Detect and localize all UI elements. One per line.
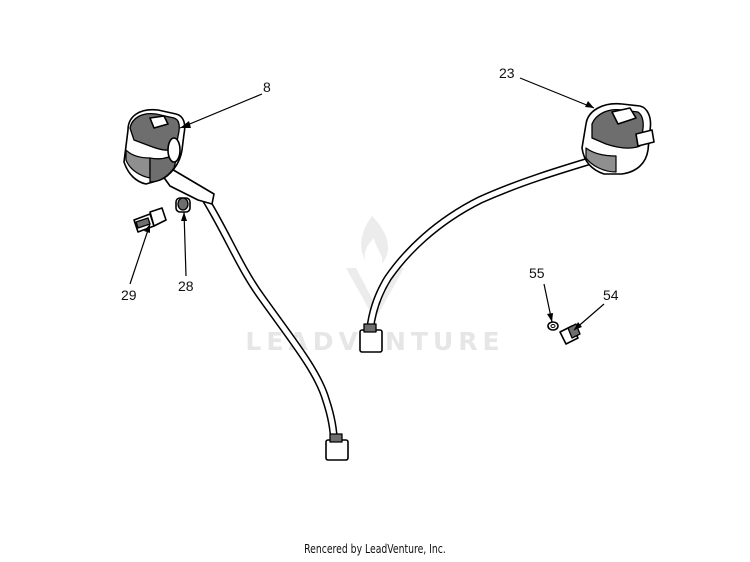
- callout-29: 29: [121, 287, 137, 303]
- callout-28: 28: [178, 278, 194, 294]
- right-handlebar-switch: [359, 102, 655, 353]
- callout-54: 54: [603, 287, 619, 303]
- leader-8: [179, 93, 263, 129]
- bulb-part-29: [133, 207, 167, 233]
- callout-labels: 8 23 28 29 55 54: [121, 65, 619, 303]
- callout-8: 8: [263, 79, 271, 95]
- footer-credit: Rencered by LeadVenture, Inc.: [304, 542, 446, 556]
- leader-23: [519, 77, 595, 109]
- grommet-part-28: [175, 197, 191, 213]
- callout-23: 23: [499, 65, 515, 81]
- leader-28: [183, 211, 187, 277]
- washer-part-55: [547, 321, 559, 331]
- callout-55: 55: [529, 265, 545, 281]
- left-handlebar-switch: [123, 108, 349, 461]
- leader-29: [129, 223, 151, 285]
- leader-lines: [129, 77, 605, 331]
